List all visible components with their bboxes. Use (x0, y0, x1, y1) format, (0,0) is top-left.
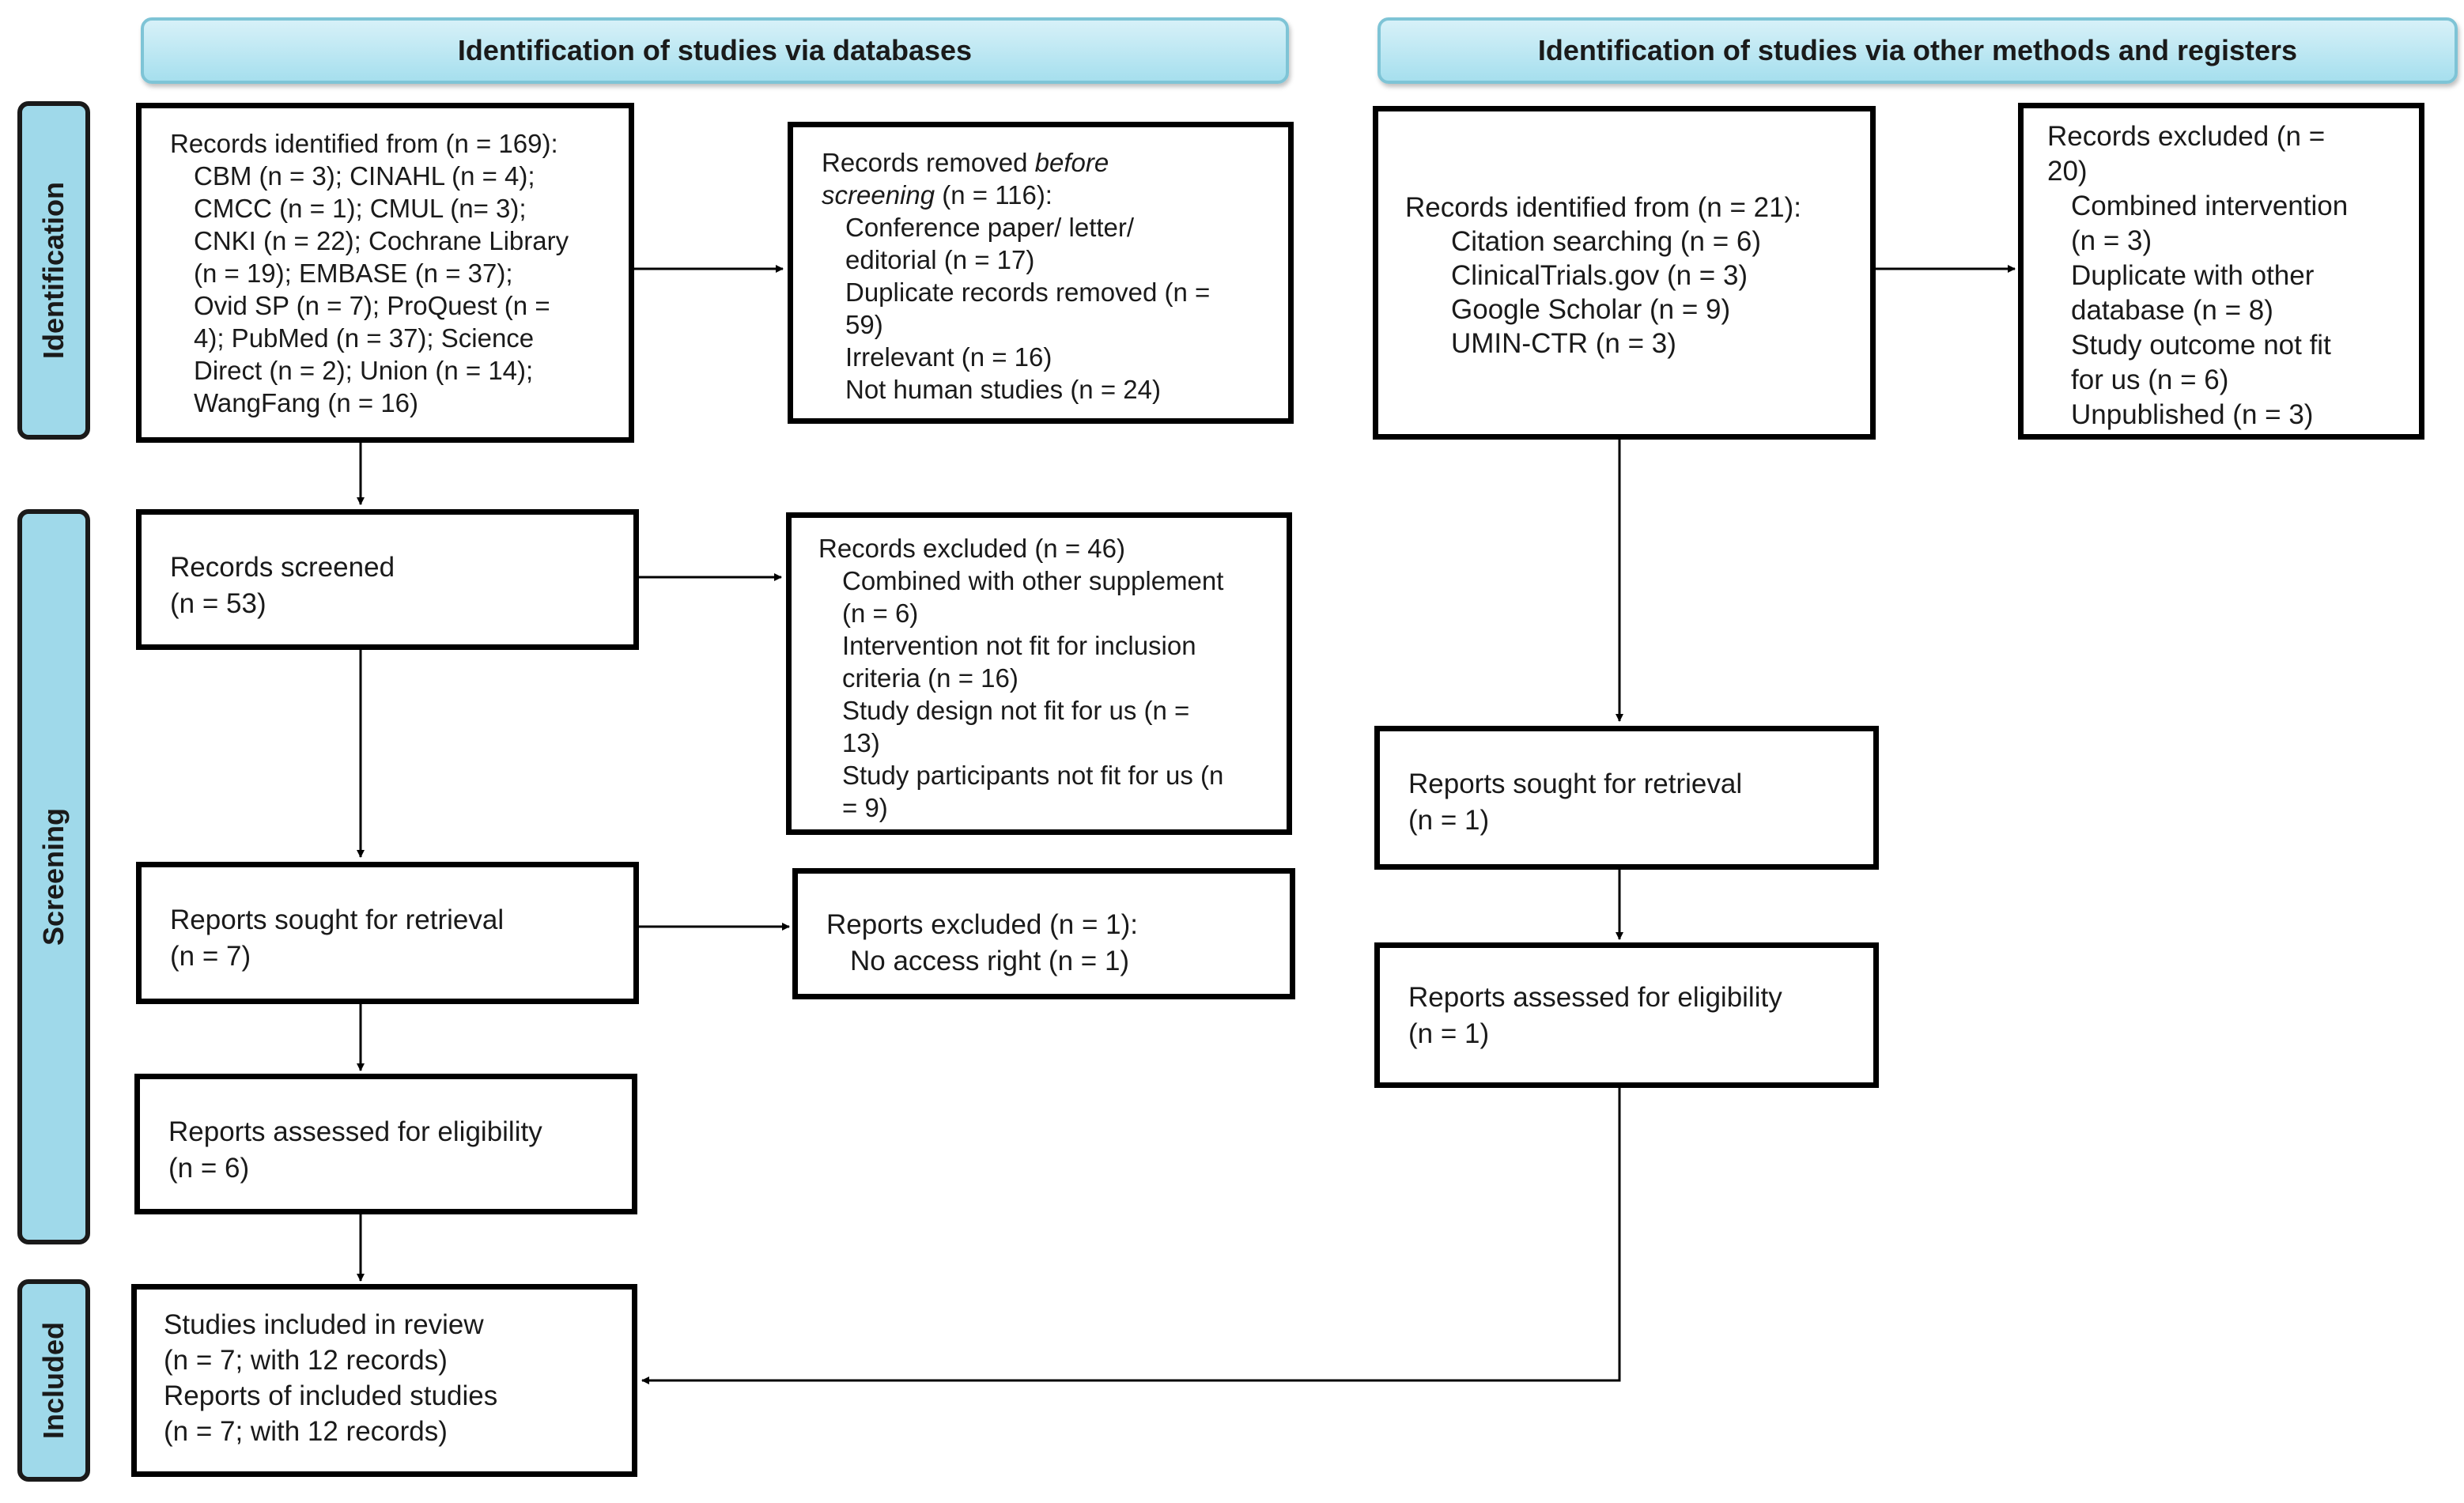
db-sought-title: Reports sought for retrieval (170, 904, 505, 935)
db-identified-line: (n = 19); EMBASE (n = 37); (194, 259, 513, 288)
db-removed-title-a: Records removed (822, 148, 1035, 177)
db-removed-title-c: screening (822, 180, 935, 210)
arrow-other-assessed-to-included (641, 1088, 1621, 1384)
db-reports-excluded-title: Reports excluded (n = 1): (826, 909, 1138, 940)
included-line: Studies included in review (164, 1309, 484, 1340)
db-excluded-line: Combined with other supplement (842, 566, 1224, 595)
phase-identification: Identification (17, 101, 90, 440)
db-removed-line: Irrelevant (n = 16) (845, 342, 1052, 372)
other-excluded-line: for us (n = 6) (2071, 364, 2229, 395)
db-sought-n: (n = 7) (170, 941, 251, 972)
db-identified-line: WangFang (n = 16) (194, 388, 419, 417)
other-excluded-line: Records excluded (n = (2047, 121, 2326, 152)
other-sought-n: (n = 1) (1408, 805, 1490, 836)
db-screened-title: Records screened (170, 552, 395, 583)
db-records-excluded-box: Records excluded (n = 46) Combined with … (786, 512, 1292, 835)
other-assessed-n: (n = 1) (1408, 1018, 1490, 1049)
db-identified-line: CNKI (n = 22); Cochrane Library (194, 226, 569, 255)
other-reports-sought-box: Reports sought for retrieval (n = 1) (1374, 726, 1879, 870)
db-removed-line: Conference paper/ letter/ (845, 213, 1135, 242)
included-line: Reports of included studies (164, 1380, 498, 1411)
db-reports-excluded-line: No access right (n = 1) (850, 946, 1130, 976)
other-excluded-line: Duplicate with other (2071, 260, 2315, 291)
db-reports-assessed-box: Reports assessed for eligibility (n = 6) (134, 1074, 637, 1214)
db-removed-title: Records removed before (822, 146, 1288, 179)
other-records-excluded-box: Records excluded (n = 20) Combined inter… (2018, 103, 2424, 440)
phase-included: Included (17, 1279, 90, 1482)
db-excluded-line: Intervention not fit for inclusion (842, 631, 1196, 660)
other-excluded-line: 20) (2047, 156, 2088, 187)
db-excluded-line: = 9) (842, 793, 888, 822)
other-identified-line: Google Scholar (n = 9) (1451, 294, 1731, 325)
db-reports-excluded-box: Reports excluded (n = 1): No access righ… (792, 868, 1295, 999)
db-removed-title-2: screening (n = 116): (822, 179, 1288, 211)
db-removed-line: 59) (845, 310, 883, 339)
other-records-identified-box: Records identified from (n = 21): Citati… (1373, 106, 1876, 440)
db-identified-line: 4); PubMed (n = 37); Science (194, 323, 535, 353)
db-removed-title-b: before (1034, 148, 1109, 177)
other-excluded-line: (n = 3) (2071, 225, 2152, 256)
db-identified-line: CBM (n = 3); CINAHL (n = 4); (194, 161, 535, 191)
included-line: (n = 7; with 12 records) (164, 1416, 448, 1447)
other-excluded-line: database (n = 8) (2071, 295, 2273, 326)
db-removed-title-d: (n = 116): (935, 180, 1052, 210)
db-records-removed-box: Records removed before screening (n = 11… (788, 122, 1294, 424)
studies-included-box: Studies included in review (n = 7; with … (131, 1284, 637, 1477)
other-identified-title: Records identified from (n = 21): (1405, 192, 1801, 223)
other-identified-line: Citation searching (n = 6) (1451, 226, 1762, 257)
included-line: (n = 7; with 12 records) (164, 1345, 448, 1376)
db-identified-line: CMCC (n = 1); CMUL (n= 3); (194, 194, 527, 223)
header-other-methods: Identification of studies via other meth… (1377, 17, 2458, 84)
db-excluded-line: (n = 6) (842, 599, 919, 628)
db-excluded-line: criteria (n = 16) (842, 663, 1018, 693)
header-databases: Identification of studies via databases (141, 17, 1289, 84)
db-reports-sought-box: Reports sought for retrieval (n = 7) (136, 862, 639, 1004)
db-records-screened-box: Records screened (n = 53) (136, 509, 639, 650)
db-identified-title: Records identified from (n = 169): (170, 129, 558, 158)
other-identified-line: UMIN-CTR (n = 3) (1451, 328, 1676, 359)
db-identified-line: Direct (n = 2); Union (n = 14); (194, 356, 534, 385)
other-reports-assessed-box: Reports assessed for eligibility (n = 1) (1374, 942, 1879, 1088)
other-excluded-line: Study outcome not fit (2071, 330, 2331, 361)
db-removed-line: Not human studies (n = 24) (845, 375, 1161, 404)
db-excluded-title: Records excluded (n = 46) (818, 534, 1125, 563)
other-identified-line: ClinicalTrials.gov (n = 3) (1451, 260, 1748, 291)
db-excluded-line: Study design not fit for us (n = (842, 696, 1190, 725)
db-excluded-line: 13) (842, 728, 880, 757)
db-assessed-title: Reports assessed for eligibility (168, 1116, 542, 1147)
db-identified-line: Ovid SP (n = 7); ProQuest (n = (194, 291, 550, 320)
other-sought-title: Reports sought for retrieval (1408, 768, 1743, 799)
db-excluded-line: Study participants not fit for us (n (842, 761, 1224, 790)
other-excluded-line: Unpublished (n = 3) (2071, 399, 2314, 430)
other-assessed-title: Reports assessed for eligibility (1408, 982, 1782, 1013)
db-removed-line: Duplicate records removed (n = (845, 278, 1211, 307)
db-screened-n: (n = 53) (170, 588, 266, 619)
db-removed-line: editorial (n = 17) (845, 245, 1035, 274)
db-records-identified-box: Records identified from (n = 169): CBM (… (136, 103, 634, 443)
db-assessed-n: (n = 6) (168, 1153, 250, 1184)
phase-screening: Screening (17, 509, 90, 1244)
other-excluded-line: Combined intervention (2071, 191, 2349, 221)
